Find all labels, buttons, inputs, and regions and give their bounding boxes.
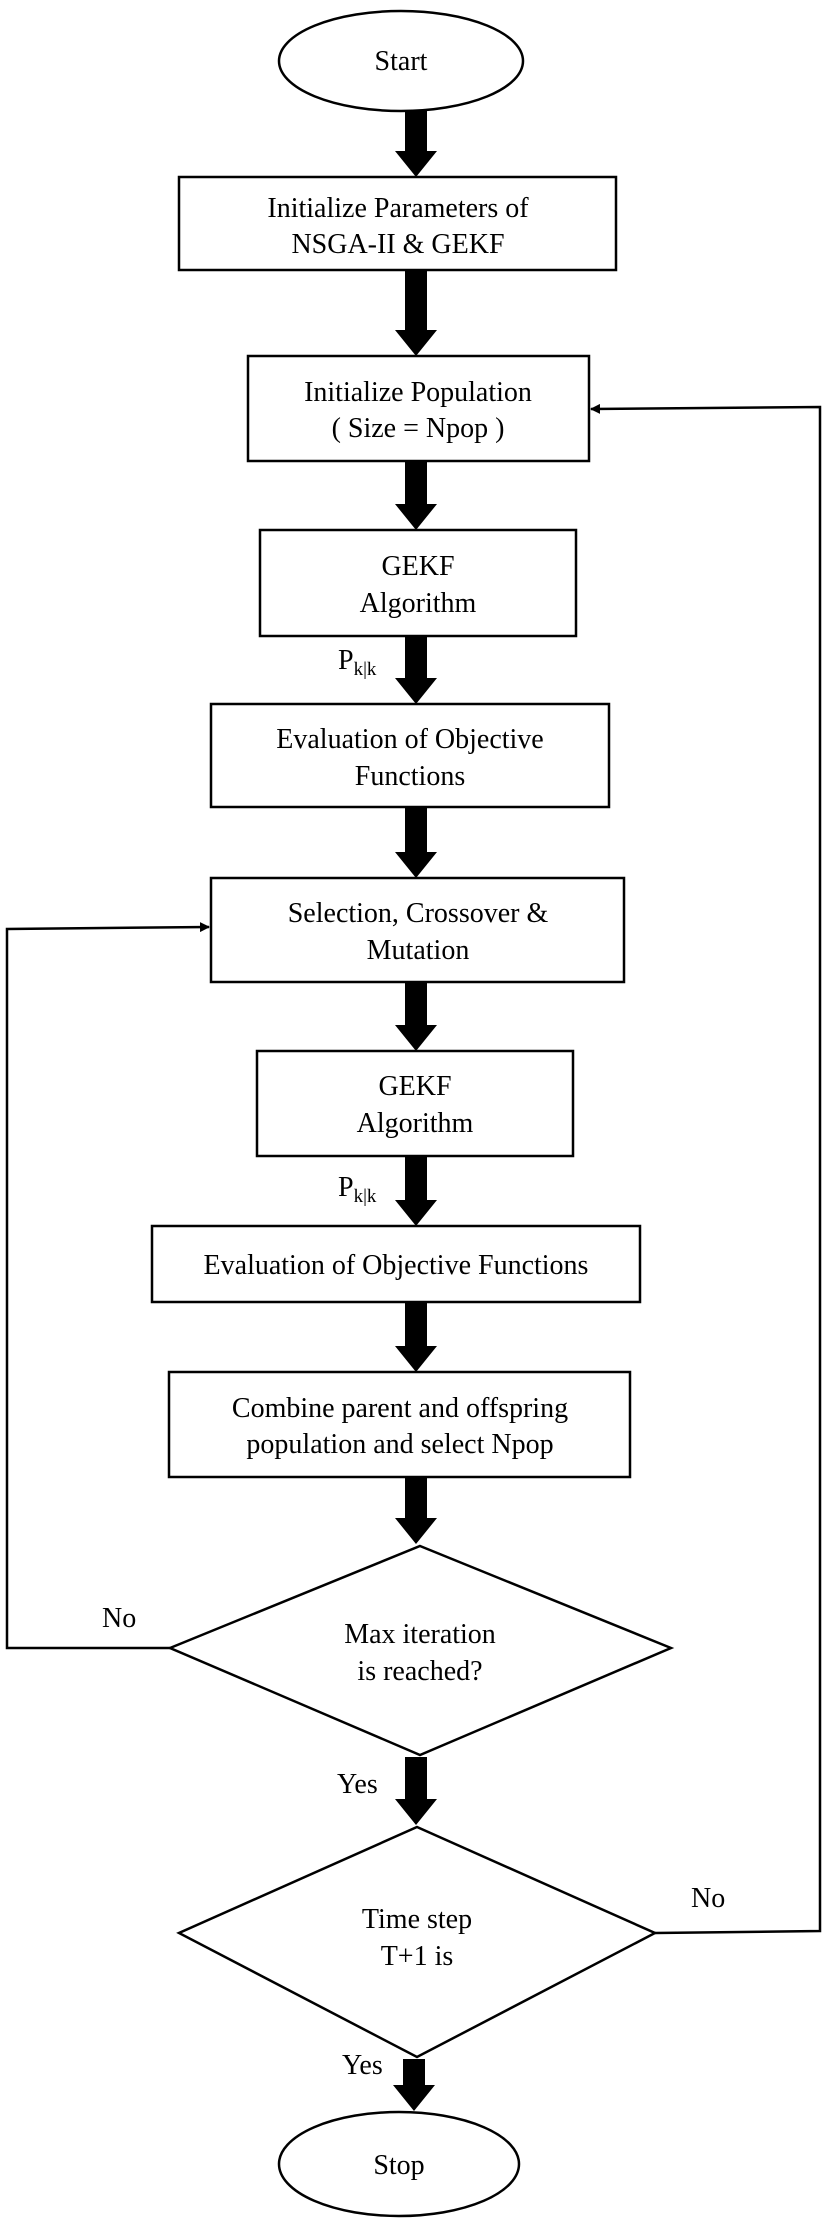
init-pop-line1: Initialize Population: [304, 377, 532, 408]
gekf1-line1: GEKF: [381, 551, 454, 582]
eval2-label: Evaluation of Objective Functions: [204, 1250, 589, 1281]
no-loop-to-init-population: [590, 403, 822, 1935]
flow-arrow-1: [395, 111, 437, 177]
init-population-node: Initialize Population ( Size = Npop ): [246, 354, 591, 463]
eval1-line1: Evaluation of Objective: [276, 724, 543, 755]
flow-arrow-4: [395, 636, 437, 704]
flow-arrow-9: [395, 1477, 437, 1544]
time-step-decision: Time step T+1 is: [176, 1825, 658, 2059]
selection-node: Selection, Crossover & Mutation: [209, 876, 626, 984]
gekf-node-2: GEKF Algorithm: [255, 1049, 575, 1158]
evaluation-node-2: Evaluation of Objective Functions: [150, 1224, 642, 1304]
start-node: Start: [277, 9, 525, 113]
selection-line1: Selection, Crossover &: [288, 898, 549, 929]
time-step-line1: Time step: [362, 1904, 472, 1935]
selection-line2: Mutation: [367, 935, 470, 966]
max-iteration-decision: Max iteration is reached?: [166, 1544, 675, 1757]
gekf2-line1: GEKF: [378, 1071, 451, 1102]
max-iter-yes-label: Yes: [337, 1769, 378, 1800]
gekf1-line2: Algorithm: [360, 588, 477, 619]
max-iter-line2: is reached?: [357, 1656, 482, 1687]
init-params-line1: Initialize Parameters of: [267, 193, 529, 224]
time-step-no-label: No: [691, 1883, 725, 1914]
stop-label: Stop: [373, 2150, 424, 2181]
eval1-line2: Functions: [355, 761, 465, 792]
stop-node: Stop: [277, 2110, 521, 2218]
flow-arrow-11: [393, 2059, 435, 2111]
pkk-label-1: Pk|k: [338, 645, 377, 680]
flow-arrow-10: [395, 1757, 437, 1825]
init-params-node: Initialize Parameters of NSGA-II & GEKF: [177, 175, 618, 272]
gekf2-line2: Algorithm: [357, 1108, 474, 1139]
init-params-line2: NSGA-II & GEKF: [291, 229, 504, 260]
init-pop-line2: ( Size = Npop ): [332, 413, 505, 444]
max-iter-line1: Max iteration: [344, 1619, 496, 1650]
flow-arrow-7: [395, 1156, 437, 1226]
flow-arrow-2: [395, 270, 437, 356]
flow-arrow-6: [395, 982, 437, 1051]
flow-arrow-8: [395, 1302, 437, 1372]
time-step-yes-label: Yes: [342, 2050, 383, 2081]
combine-node: Combine parent and offspring population …: [167, 1370, 632, 1479]
no-loop-to-selection: [5, 922, 210, 1650]
flow-arrow-3: [395, 461, 437, 530]
start-label: Start: [375, 46, 428, 77]
max-iter-no-label: No: [102, 1603, 136, 1634]
combine-line1: Combine parent and offspring: [232, 1393, 568, 1424]
pkk-label-2: Pk|k: [338, 1172, 377, 1207]
evaluation-node-1: Evaluation of Objective Functions: [209, 702, 611, 809]
time-step-line2: T+1 is: [381, 1941, 454, 1972]
combine-line2: population and select Npop: [246, 1429, 553, 1460]
flow-arrow-5: [395, 807, 437, 878]
gekf-node-1: GEKF Algorithm: [258, 528, 578, 638]
